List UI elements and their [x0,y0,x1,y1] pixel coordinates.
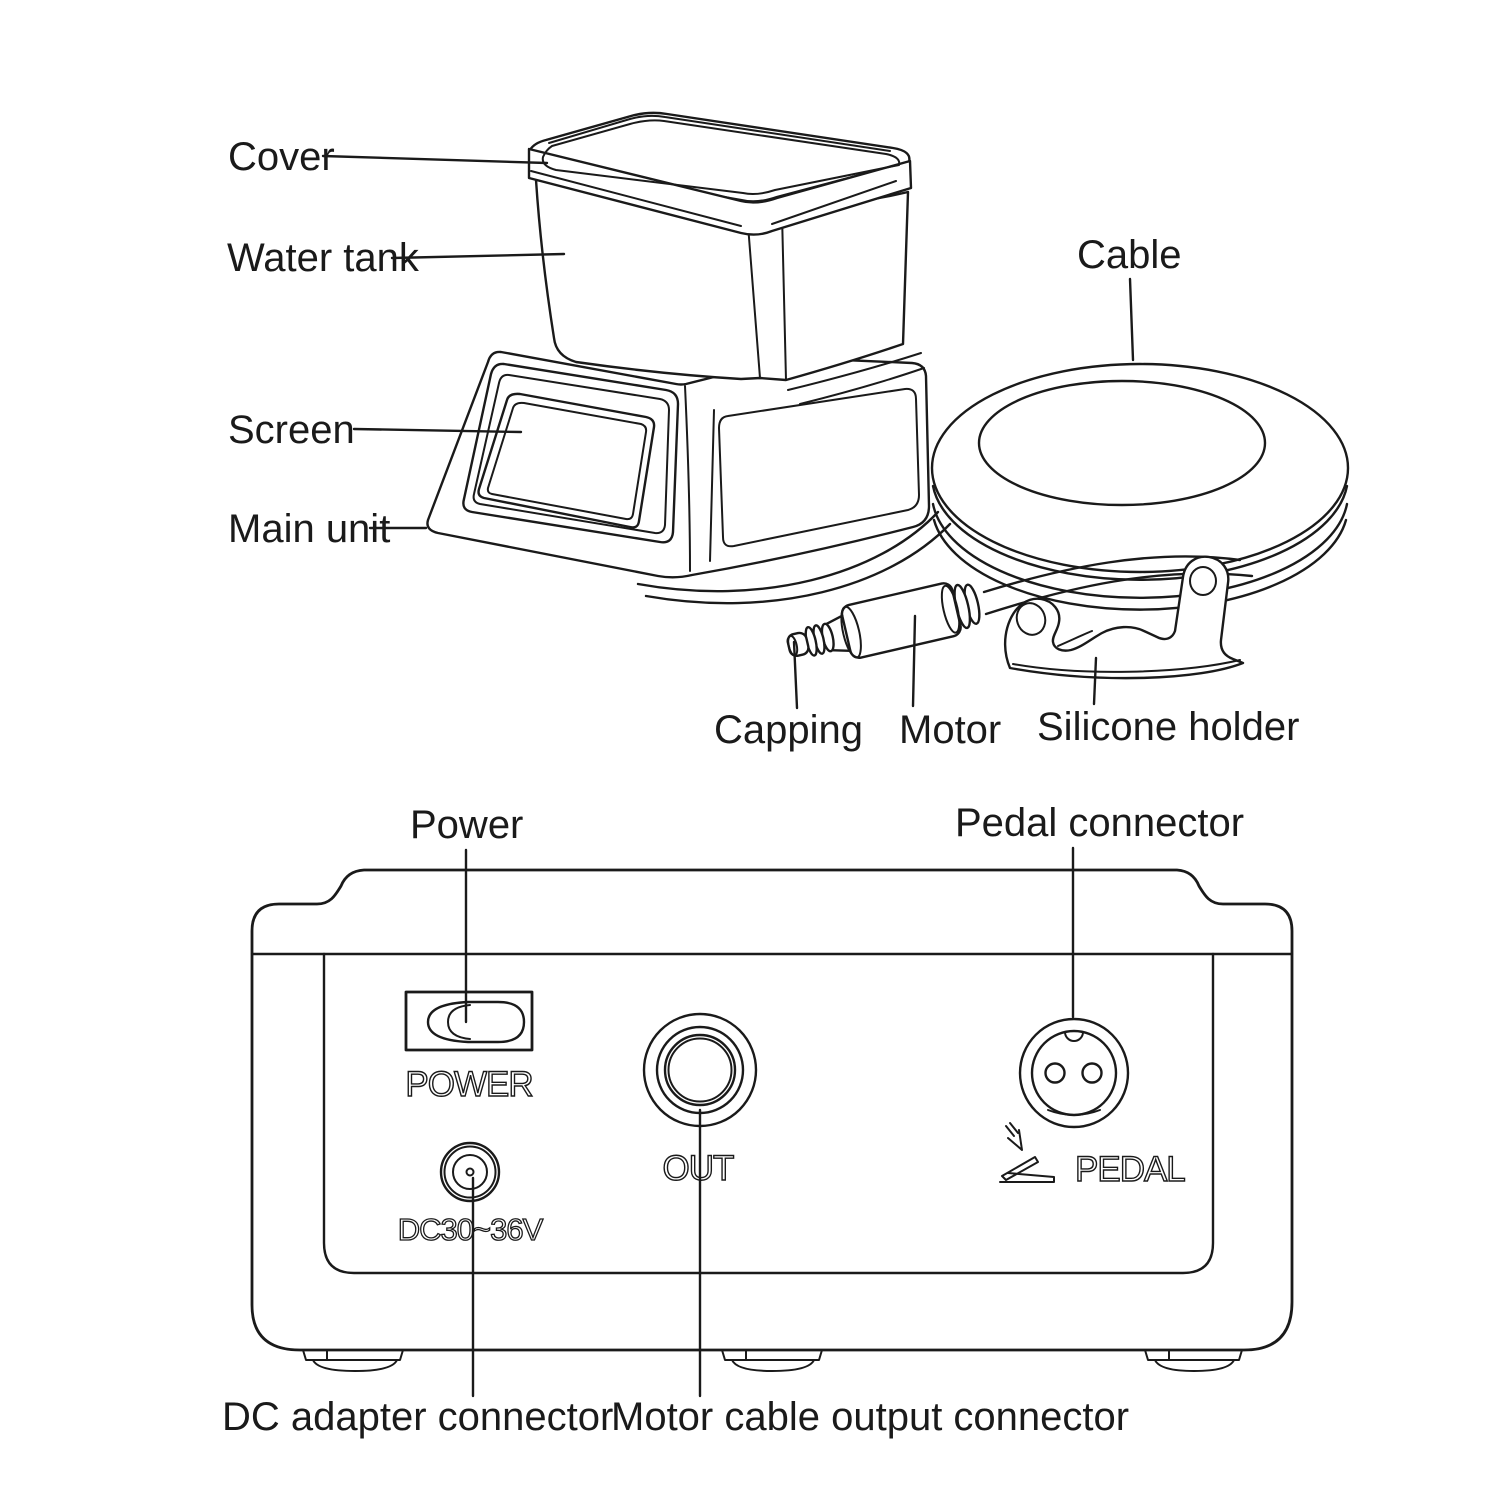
leader-cable [1128,277,1135,362]
leader-water-tank [390,252,566,260]
feet-drawing [302,1349,1243,1372]
dc-jack-drawing: DC30~36V [397,1141,545,1248]
label-motor: Motor [899,708,1001,752]
label-pedal-connector: Pedal connector [955,801,1244,845]
leader-capping [792,640,799,710]
dc-input-marking: DC30~36V [398,1212,544,1247]
leader-silicone-holder [1092,656,1098,706]
overview-labels: Cover Water tank Screen Main unit Cable … [227,135,1299,752]
screen-drawing [477,392,656,529]
label-main-unit: Main unit [228,507,390,551]
power-switch-drawing: POWER [404,990,534,1105]
label-capping: Capping [714,708,863,752]
cable-to-coil [636,510,952,605]
silicone-holder-drawing [1003,555,1245,680]
label-water-tank: Water tank [227,236,420,280]
pedal-icon [999,1122,1055,1183]
leader-cover [321,154,549,165]
cable-coil-drawing [930,362,1350,611]
label-cover: Cover [228,135,335,179]
pedal-connector-drawing: PEDAL [999,1017,1187,1190]
out-marking: OUT [663,1149,735,1188]
label-motor-cable-output: Motor cable output connector [611,1395,1129,1439]
rear-panel-drawing: POWER OUT DC30~36V [250,868,1294,1372]
label-silicone-holder: Silicone holder [1037,705,1299,749]
main-unit-drawing [426,350,931,579]
rear-panel-labels: Power Pedal connector DC adapter connect… [222,801,1244,1439]
label-power: Power [410,803,523,847]
power-switch-marking: POWER [405,1065,532,1104]
motor-drawing [786,582,981,659]
leader-screen [352,427,523,434]
pedal-marking: PEDAL [1075,1150,1185,1189]
label-dc-adapter-connector: DC adapter connector [222,1395,613,1439]
label-cable: Cable [1077,233,1182,277]
leader-motor [911,614,917,708]
label-screen: Screen [228,408,355,452]
cover-drawing [527,111,913,236]
